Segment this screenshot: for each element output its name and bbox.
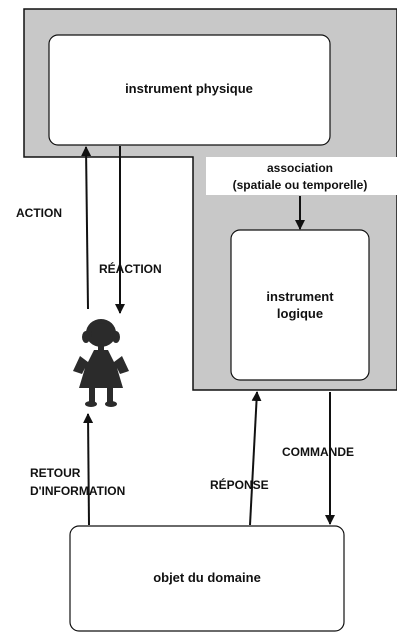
objet-du-domaine-box [69, 525, 345, 632]
action-label: ACTION [16, 206, 62, 220]
reaction-label: RÉACTION [99, 261, 162, 276]
instrument-logique-label-line2: logique [277, 306, 323, 321]
reponse-arrow [249, 391, 262, 526]
instrument-physique-label: instrument physique [125, 81, 253, 96]
instrument-logique-box [230, 229, 370, 381]
association-label-line2: (spatiale ou temporelle) [233, 178, 368, 192]
person-icon [73, 319, 129, 407]
commande-label: COMMANDE [282, 445, 354, 459]
retour-label-line1: RETOUR [30, 466, 81, 480]
association-label-line1: association [267, 161, 333, 175]
instrument-logique-label-line1: instrument [266, 289, 334, 304]
association-label-background [206, 157, 397, 195]
objet-du-domaine-label: objet du domaine [153, 570, 261, 585]
retour-information-arrow [83, 413, 94, 526]
instrument-physique-box [48, 34, 331, 146]
reponse-label: RÉPONSE [210, 477, 269, 492]
action-arrow [81, 146, 92, 310]
retour-label-line2: D'INFORMATION [30, 484, 125, 498]
